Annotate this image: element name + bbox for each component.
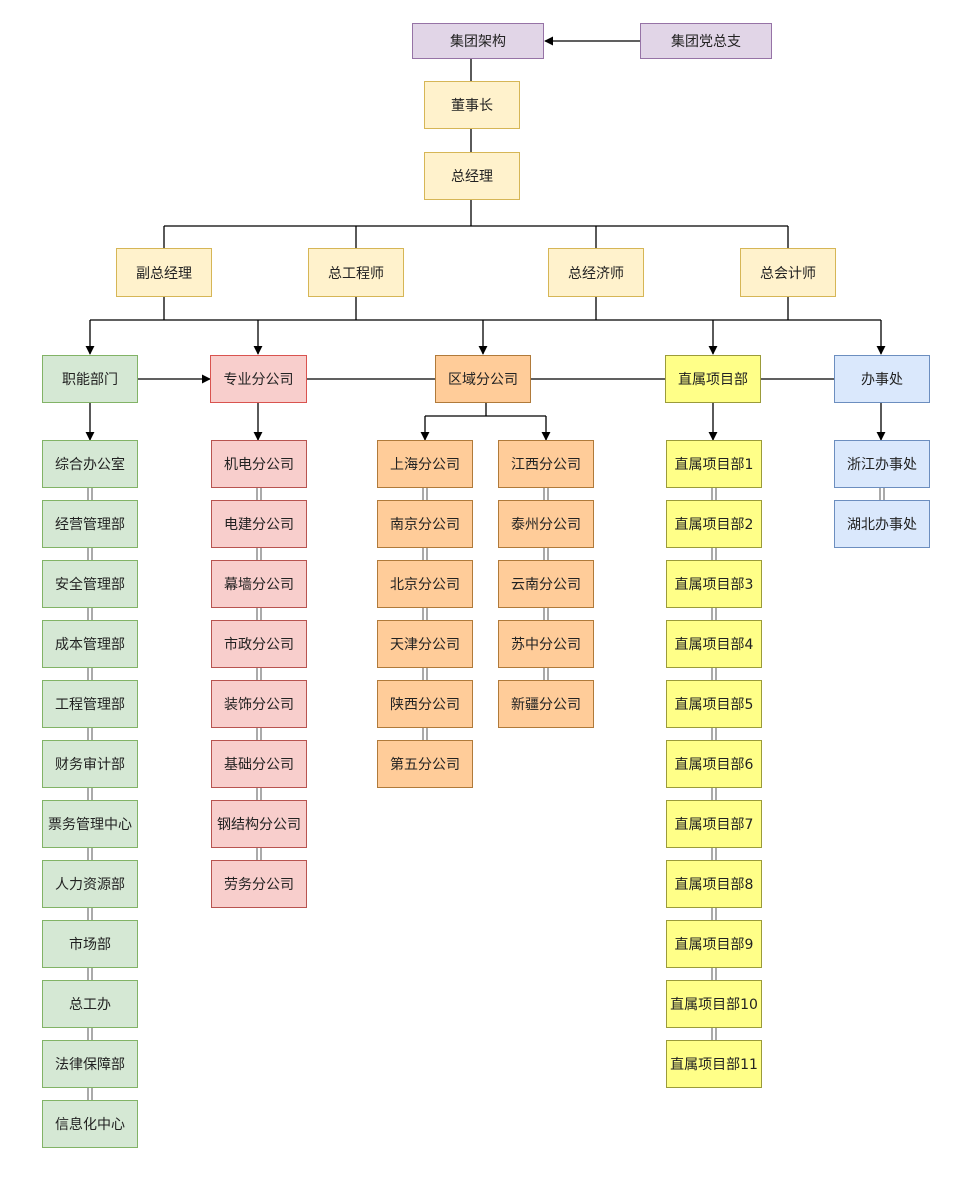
direct-project-dept-box: 直属项目部 xyxy=(665,355,761,403)
professional-branch-item: 电建分公司 xyxy=(211,500,307,548)
professional-branch-item: 机电分公司 xyxy=(211,440,307,488)
chairman-box: 董事长 xyxy=(424,81,520,129)
direct-project-item: 直属项目部6 xyxy=(666,740,762,788)
regional-branch-item: 苏中分公司 xyxy=(498,620,594,668)
functional-dept-item: 工程管理部 xyxy=(42,680,138,728)
direct-project-item: 直属项目部8 xyxy=(666,860,762,908)
direct-project-item: 直属项目部1 xyxy=(666,440,762,488)
regional-branch-item: 北京分公司 xyxy=(377,560,473,608)
professional-branch-item: 钢结构分公司 xyxy=(211,800,307,848)
functional-dept-item: 安全管理部 xyxy=(42,560,138,608)
functional-dept-item: 综合办公室 xyxy=(42,440,138,488)
regional-branch-item: 陕西分公司 xyxy=(377,680,473,728)
vp-box: 总会计师 xyxy=(740,248,836,297)
regional-branch-item: 第五分公司 xyxy=(377,740,473,788)
functional-dept-item: 财务审计部 xyxy=(42,740,138,788)
functional-dept-item: 信息化中心 xyxy=(42,1100,138,1148)
functional-dept-item: 法律保障部 xyxy=(42,1040,138,1088)
functional-dept-item: 经营管理部 xyxy=(42,500,138,548)
functional-dept-item: 人力资源部 xyxy=(42,860,138,908)
vp-box: 总工程师 xyxy=(308,248,404,297)
functional-dept-item: 成本管理部 xyxy=(42,620,138,668)
regional-dept-box: 区域分公司 xyxy=(435,355,531,403)
direct-project-item: 直属项目部2 xyxy=(666,500,762,548)
regional-branch-item: 江西分公司 xyxy=(498,440,594,488)
professional-branch-item: 劳务分公司 xyxy=(211,860,307,908)
vp-box: 总经济师 xyxy=(548,248,644,297)
office-dept-box: 办事处 xyxy=(834,355,930,403)
general-manager-box: 总经理 xyxy=(424,152,520,200)
direct-project-item: 直属项目部3 xyxy=(666,560,762,608)
functional-dept-item: 票务管理中心 xyxy=(42,800,138,848)
group-structure-box: 集团架构 xyxy=(412,23,544,59)
professional-branch-item: 市政分公司 xyxy=(211,620,307,668)
functional-dept-box: 职能部门 xyxy=(42,355,138,403)
direct-project-item: 直属项目部11 xyxy=(666,1040,762,1088)
professional-branch-item: 基础分公司 xyxy=(211,740,307,788)
office-item: 湖北办事处 xyxy=(834,500,930,548)
office-item: 浙江办事处 xyxy=(834,440,930,488)
direct-project-item: 直属项目部7 xyxy=(666,800,762,848)
regional-branch-item: 泰州分公司 xyxy=(498,500,594,548)
regional-branch-item: 新疆分公司 xyxy=(498,680,594,728)
direct-project-item: 直属项目部5 xyxy=(666,680,762,728)
party-branch-box: 集团党总支 xyxy=(640,23,772,59)
regional-branch-item: 云南分公司 xyxy=(498,560,594,608)
professional-dept-box: 专业分公司 xyxy=(210,355,307,403)
regional-branch-item: 南京分公司 xyxy=(377,500,473,548)
direct-project-item: 直属项目部10 xyxy=(666,980,762,1028)
vp-box: 副总经理 xyxy=(116,248,212,297)
functional-dept-item: 总工办 xyxy=(42,980,138,1028)
regional-branch-item: 上海分公司 xyxy=(377,440,473,488)
professional-branch-item: 幕墙分公司 xyxy=(211,560,307,608)
professional-branch-item: 装饰分公司 xyxy=(211,680,307,728)
regional-branch-item: 天津分公司 xyxy=(377,620,473,668)
direct-project-item: 直属项目部4 xyxy=(666,620,762,668)
direct-project-item: 直属项目部9 xyxy=(666,920,762,968)
functional-dept-item: 市场部 xyxy=(42,920,138,968)
